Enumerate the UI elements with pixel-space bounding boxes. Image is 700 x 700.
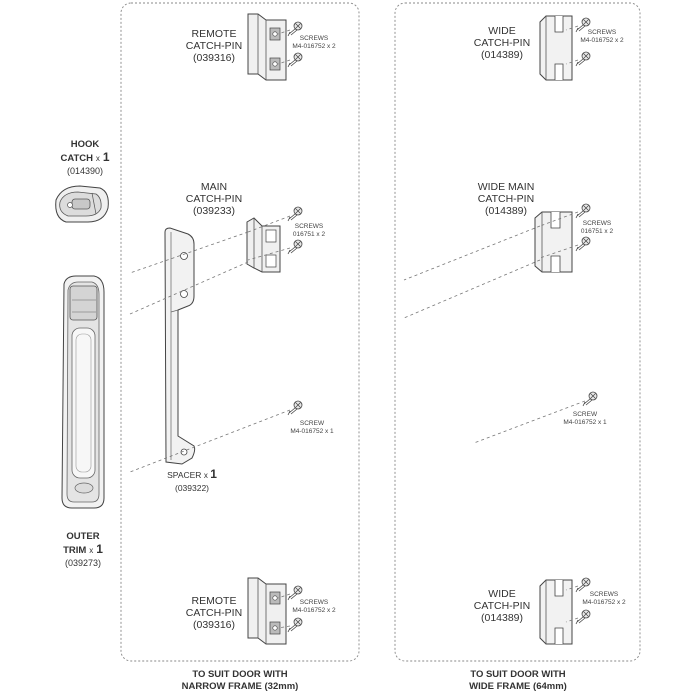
outer-trim-code: (039273) — [64, 558, 102, 568]
wide-catch-pin-top-part — [539, 15, 573, 81]
main-screws-label: SCREWS 016751 x 2 — [284, 223, 334, 239]
hook-catch-code: (014390) — [66, 166, 104, 176]
wide-top-line2: CATCH-PIN — [473, 37, 531, 49]
wide-screw-line2: M4-016752 x 1 — [563, 419, 607, 426]
outer-trim-qty: 1 — [96, 542, 103, 556]
hook-catch-name2: CATCH — [60, 153, 93, 164]
hook-catch-qty: 1 — [102, 150, 110, 164]
spacer-code: (039322) — [174, 483, 210, 493]
narrow-frame-panel — [120, 2, 360, 662]
remote-top-code: (039316) — [192, 52, 236, 64]
wide-main-screws1: SCREWS — [582, 220, 612, 227]
screw-icon — [287, 21, 303, 37]
screw-icon — [287, 400, 303, 416]
hook-catch-qty-prefix: x — [95, 154, 100, 163]
remote-bottom-screws2: M4-016752 x 2 — [292, 607, 336, 614]
remote-catch-pin-top-label: REMOTE CATCH-PIN (039316) — [182, 28, 246, 64]
outer-trim-part — [61, 275, 105, 509]
wide-main-line2: CATCH-PIN — [477, 193, 535, 205]
narrow-footer-line2: NARROW FRAME (32mm) — [181, 681, 299, 692]
remote-bottom-line1: REMOTE — [191, 595, 237, 607]
screw-icon — [287, 239, 303, 255]
main-screws2: 016751 x 2 — [292, 231, 326, 238]
narrow-frame-footer: TO SUIT DOOR WITH NARROW FRAME (32mm) — [165, 669, 315, 693]
screw-icon — [575, 609, 591, 625]
wide-screw-line1: SCREW — [572, 411, 598, 418]
wide-main-catch-pin-label: WIDE MAIN CATCH-PIN (014389) — [466, 181, 546, 217]
main-catch-pin-part — [246, 217, 281, 273]
wide-main-catch-pin-part — [534, 211, 573, 273]
screw-icon — [575, 203, 591, 219]
screw-icon — [575, 236, 591, 252]
remote-top-screws2: M4-016752 x 2 — [292, 43, 336, 50]
wide-top-line1: WIDE — [488, 25, 516, 37]
screw-icon — [287, 52, 303, 68]
wide-top-code: (014389) — [480, 49, 524, 61]
remote-top-screws1: SCREWS — [299, 35, 329, 42]
outer-trim-qty-prefix: x — [89, 546, 94, 555]
wide-top-screws-label: SCREWS M4-016752 x 2 — [570, 29, 634, 45]
hook-catch-name: HOOK — [70, 139, 100, 150]
wide-single-screw-label: SCREW M4-016752 x 1 — [553, 411, 617, 427]
wide-bottom-line2: CATCH-PIN — [473, 600, 531, 612]
wide-top-screws2: M4-016752 x 2 — [580, 37, 624, 44]
wide-frame-panel — [394, 2, 641, 662]
hook-catch-label: HOOK CATCH x 1 (014390) — [50, 138, 120, 177]
outer-trim-name2: TRIM — [63, 545, 87, 556]
wide-frame-footer: TO SUIT DOOR WITH WIDE FRAME (64mm) — [443, 669, 593, 693]
outer-trim-label: OUTER TRIM x 1 (039273) — [48, 530, 118, 569]
wide-footer-line1: TO SUIT DOOR WITH — [470, 669, 566, 680]
remote-bottom-code: (039316) — [192, 619, 236, 631]
wide-main-code: (014389) — [484, 205, 528, 217]
spacer-name: SPACER — [167, 470, 202, 480]
wide-catch-pin-bottom-label: WIDE CATCH-PIN (014389) — [470, 588, 534, 624]
wide-bottom-screws-label: SCREWS M4-016752 x 2 — [572, 591, 636, 607]
main-code: (039233) — [192, 205, 236, 217]
remote-bottom-line2: CATCH-PIN — [185, 607, 243, 619]
remote-bottom-screws1: SCREWS — [299, 599, 329, 606]
alignment-lines — [129, 25, 586, 629]
remote-top-line2: CATCH-PIN — [185, 40, 243, 52]
wide-main-screws2: 016751 x 2 — [580, 228, 614, 235]
narrow-footer-line1: TO SUIT DOOR WITH — [192, 669, 288, 680]
outer-trim-name: OUTER — [66, 531, 100, 542]
screw-icon — [575, 51, 591, 67]
main-line1: MAIN — [200, 181, 228, 193]
narrow-screw-line1: SCREW — [299, 420, 325, 427]
wide-footer-line2: WIDE FRAME (64mm) — [469, 681, 567, 692]
screw-icon — [287, 206, 303, 222]
wide-bottom-line1: WIDE — [488, 588, 516, 600]
remote-catch-pin-top-part — [247, 13, 287, 81]
wide-top-screws1: SCREWS — [587, 29, 617, 36]
spacer-qty: 1 — [210, 467, 217, 481]
hook-catch-part — [55, 185, 109, 223]
main-screws1: SCREWS — [294, 223, 324, 230]
remote-top-line1: REMOTE — [191, 28, 237, 40]
wide-bottom-screws1: SCREWS — [589, 591, 619, 598]
screw-icon — [287, 585, 303, 601]
remote-top-screws-label: SCREWS M4-016752 x 2 — [282, 35, 346, 51]
narrow-single-screw-label: SCREW M4-016752 x 1 — [280, 420, 344, 436]
main-line2: CATCH-PIN — [185, 193, 243, 205]
remote-catch-pin-bottom-label: REMOTE CATCH-PIN (039316) — [182, 595, 246, 631]
wide-bottom-code: (014389) — [480, 612, 524, 624]
screw-icon — [287, 617, 303, 633]
spacer-qty-prefix: x — [203, 471, 208, 480]
wide-catch-pin-bottom-part — [539, 579, 573, 645]
wide-bottom-screws2: M4-016752 x 2 — [582, 599, 626, 606]
wide-main-line1: WIDE MAIN — [477, 181, 535, 193]
spacer-part — [164, 227, 196, 465]
narrow-screw-line2: M4-016752 x 1 — [290, 428, 334, 435]
spacer-label: SPACER x 1 (039322) — [160, 468, 224, 494]
screw-icon — [582, 391, 598, 407]
screw-icon — [575, 577, 591, 593]
remote-catch-pin-bottom-part — [247, 577, 287, 645]
main-catch-pin-label: MAIN CATCH-PIN (039233) — [182, 181, 246, 217]
remote-bottom-screws-label: SCREWS M4-016752 x 2 — [282, 599, 346, 615]
wide-catch-pin-top-label: WIDE CATCH-PIN (014389) — [470, 25, 534, 61]
wide-main-screws-label: SCREWS 016751 x 2 — [572, 220, 622, 236]
